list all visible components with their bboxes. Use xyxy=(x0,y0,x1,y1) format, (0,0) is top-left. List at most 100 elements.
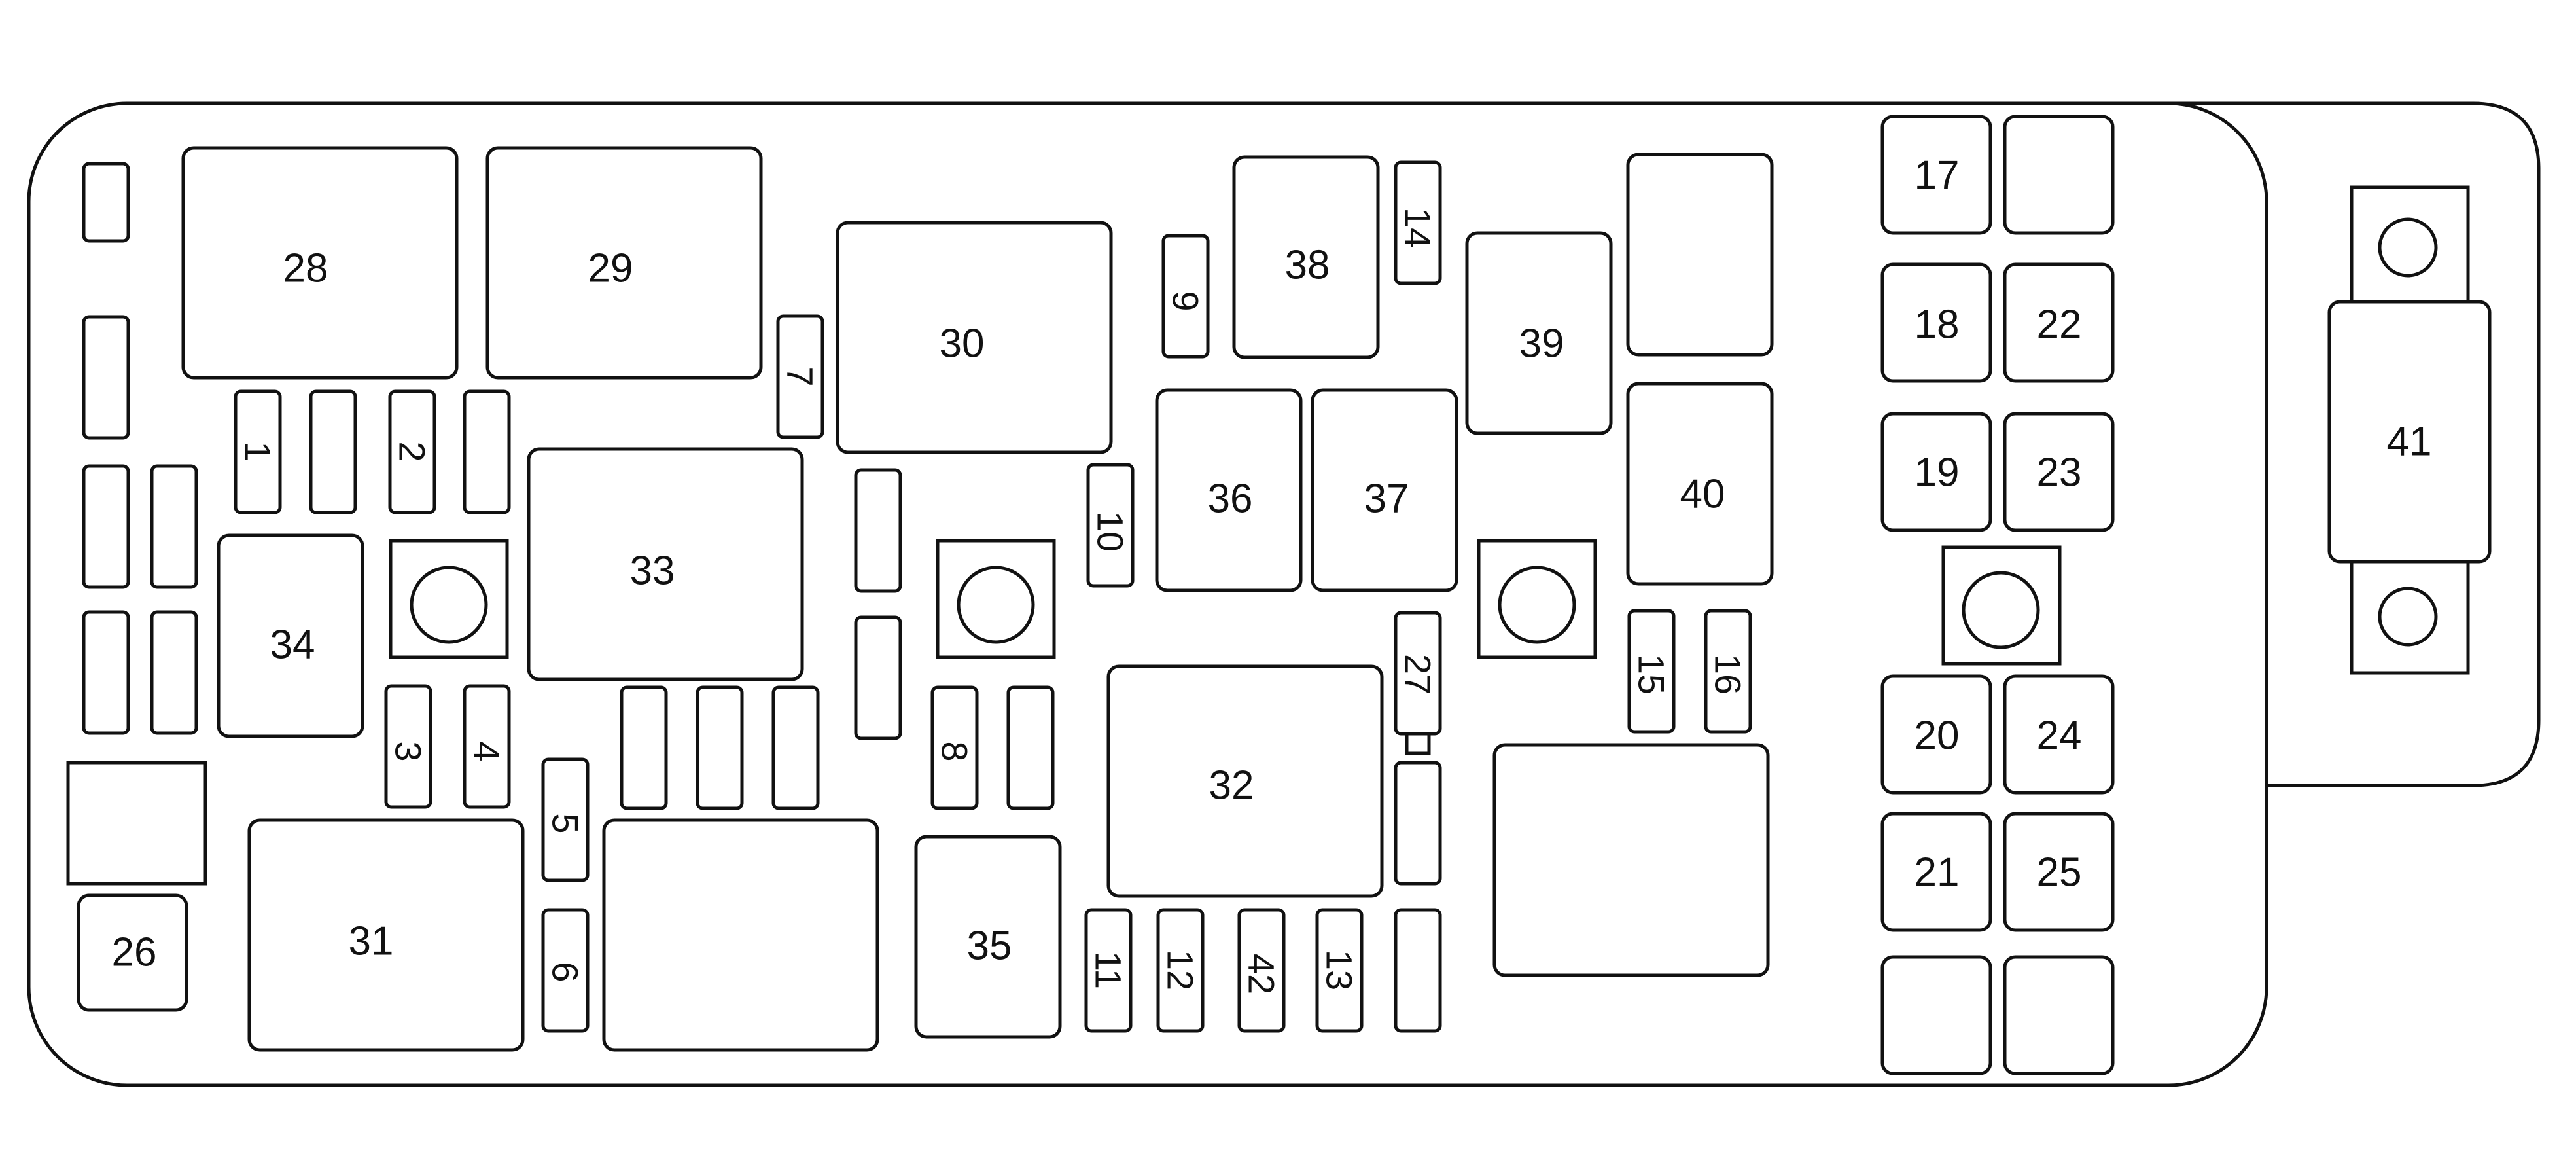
fuse-slot xyxy=(82,162,130,243)
mounting-stud-icon xyxy=(1962,571,2040,649)
label-7: 7 xyxy=(780,366,821,386)
label-22: 22 xyxy=(2037,302,2082,348)
fuse-23 xyxy=(2003,412,2115,532)
label-31: 31 xyxy=(349,919,394,964)
fuse-20 xyxy=(1880,674,1992,795)
label-20: 20 xyxy=(1914,713,1960,759)
label-30: 30 xyxy=(940,321,985,367)
fuse-slot xyxy=(1880,955,1992,1075)
relay-36 xyxy=(1155,388,1303,592)
label-38: 38 xyxy=(1285,243,1330,288)
fuse-6 xyxy=(541,908,590,1033)
fuse-14 xyxy=(1394,160,1442,285)
relay-31 xyxy=(247,818,525,1052)
fuse-slot xyxy=(82,315,130,440)
label-3: 3 xyxy=(388,741,429,761)
fuse-12 xyxy=(1156,908,1205,1033)
label-5: 5 xyxy=(545,813,586,833)
fuse-41-bottom-terminal xyxy=(2350,554,2470,675)
label-6: 6 xyxy=(545,962,586,982)
fuse-slot xyxy=(620,685,668,810)
relay-30 xyxy=(836,221,1113,454)
relay-28 xyxy=(181,146,459,380)
fuse-slot xyxy=(696,685,744,810)
label-24: 24 xyxy=(2037,713,2082,759)
label-15: 15 xyxy=(1631,654,1672,695)
label-16: 16 xyxy=(1708,654,1749,695)
fuse-slot xyxy=(150,610,198,735)
fuse-22 xyxy=(2003,262,2115,383)
fuse-slot xyxy=(854,615,902,740)
terminal-bolt-icon xyxy=(2378,586,2438,647)
fuse-slot xyxy=(2003,115,2115,235)
label-14: 14 xyxy=(1398,208,1439,248)
fuse-8 xyxy=(930,685,979,810)
label-33: 33 xyxy=(630,549,675,594)
label-34: 34 xyxy=(270,623,315,668)
fuse-1 xyxy=(234,389,282,514)
fuse-21 xyxy=(1880,812,1992,932)
relay-slot xyxy=(602,818,879,1052)
relay-29 xyxy=(485,146,763,380)
fuse-slot xyxy=(854,468,902,593)
fuse-slot xyxy=(82,610,130,735)
fuse-slot xyxy=(1394,908,1442,1033)
fuse-slot xyxy=(150,464,198,589)
connector-block xyxy=(66,761,207,886)
fuse-2 xyxy=(388,389,436,514)
fuse-slot xyxy=(463,389,511,514)
fuse-slot xyxy=(771,685,820,810)
terminal-bolt-icon xyxy=(2378,217,2438,278)
fuse-42 xyxy=(1237,908,1286,1033)
label-23: 23 xyxy=(2037,450,2082,496)
fuse-26 xyxy=(77,893,188,1012)
label-8: 8 xyxy=(934,741,976,761)
relay-32 xyxy=(1106,664,1384,898)
fuse-16 xyxy=(1704,609,1752,734)
relay-35 xyxy=(914,835,1062,1039)
fuse-slot xyxy=(1394,761,1442,886)
mounting-stud-icon xyxy=(410,566,488,644)
relay-38 xyxy=(1232,155,1380,359)
label-26: 26 xyxy=(112,930,157,975)
fuse-17 xyxy=(1880,115,1992,235)
label-39: 39 xyxy=(1519,321,1564,367)
fuse-18 xyxy=(1880,262,1992,383)
fuse-slot xyxy=(2003,955,2115,1075)
fuse-13 xyxy=(1315,908,1364,1033)
label-32: 32 xyxy=(1209,763,1254,808)
label-11: 11 xyxy=(1088,951,1129,989)
label-1: 1 xyxy=(238,441,279,461)
label-4: 4 xyxy=(467,741,508,761)
fuse-11 xyxy=(1084,908,1133,1033)
label-42: 42 xyxy=(1241,954,1282,994)
label-29: 29 xyxy=(588,246,633,291)
label-36: 36 xyxy=(1208,477,1253,522)
fuse-41 xyxy=(2327,300,2492,564)
fuse-9 xyxy=(1161,234,1210,359)
mounting-stud-icon xyxy=(1498,566,1576,644)
fuse-19 xyxy=(1880,412,1992,532)
fuse-slot xyxy=(309,389,357,514)
label-18: 18 xyxy=(1914,302,1960,348)
fuse-25 xyxy=(2003,812,2115,932)
fuse-15 xyxy=(1627,609,1676,734)
fuse-4 xyxy=(463,684,511,809)
fuse-41-top-terminal xyxy=(2350,185,2470,306)
relay-40 xyxy=(1626,382,1774,586)
fuse-slot xyxy=(1006,685,1055,810)
label-12: 12 xyxy=(1160,950,1201,990)
label-19: 19 xyxy=(1914,450,1960,496)
label-9: 9 xyxy=(1165,291,1207,311)
mounting-stud-icon xyxy=(957,566,1035,644)
label-27: 27 xyxy=(1398,654,1439,695)
relay-39 xyxy=(1465,231,1613,435)
fuse-10 xyxy=(1086,463,1135,588)
label-41: 41 xyxy=(2387,420,2432,465)
fuse-7 xyxy=(776,314,824,439)
label-13: 13 xyxy=(1319,950,1360,990)
label-40: 40 xyxy=(1680,472,1725,517)
label-28: 28 xyxy=(283,246,328,291)
relay-33 xyxy=(527,447,804,681)
